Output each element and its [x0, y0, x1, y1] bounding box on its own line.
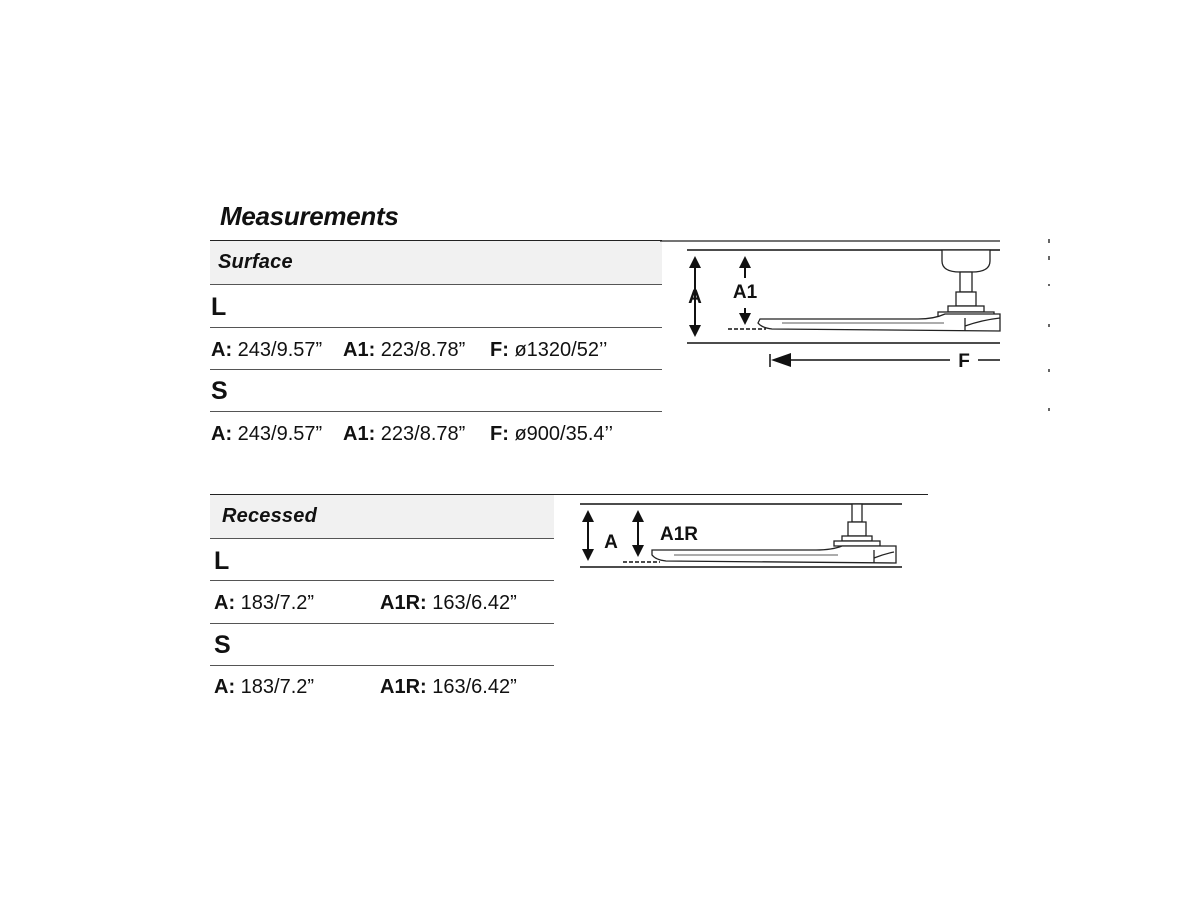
spec-a: A: 183/7.2” [214, 592, 315, 614]
surface-section-header: Surface [210, 241, 662, 284]
recessed-section-header: Recessed [210, 495, 554, 538]
spec-a1: A1: 223/8.78” [343, 339, 466, 361]
dimension-a1-label: A1 [733, 282, 758, 303]
divider [210, 411, 662, 412]
divider [210, 538, 554, 539]
surface-top-rule [210, 240, 662, 241]
divider [210, 623, 554, 624]
recessed-top-rule [210, 494, 928, 495]
dimension-a-label: A [688, 287, 702, 308]
dimension-a-label: A [604, 532, 618, 553]
dimension-a1-arrow [739, 256, 751, 325]
fan-illustration [757, 249, 1001, 332]
dimension-f-label: F [958, 351, 970, 372]
divider [210, 284, 662, 285]
spec-a: A: 243/9.57” [211, 423, 323, 445]
spec-a1: A1: 223/8.78” [343, 423, 466, 445]
spec-a1r: A1R: 163/6.42” [380, 592, 517, 614]
cropped-edge-marks [1048, 239, 1050, 411]
recessed-mount-diagram: A A1R [580, 503, 902, 568]
recessed-size-s: S [214, 631, 231, 659]
spec-a: A: 243/9.57” [211, 339, 323, 361]
spec-a: A: 183/7.2” [214, 676, 315, 698]
divider [210, 327, 662, 328]
dimension-a-arrow [689, 256, 701, 337]
page-title: Measurements [220, 201, 399, 231]
dimension-a1r-label: A1R [660, 524, 698, 545]
recessed-panel: Recessed L A: 183/7.2” A1R: 163/6.42” S … [210, 494, 928, 704]
recessed-size-l: L [214, 547, 230, 575]
divider [210, 580, 554, 581]
spec-f: F: ø1320/52’’ [490, 339, 608, 361]
divider [210, 665, 554, 666]
dimension-a-arrow [582, 510, 594, 561]
surface-size-l: L [211, 293, 227, 321]
surface-size-s: S [211, 377, 228, 405]
divider [210, 369, 662, 370]
fan-illustration [651, 503, 897, 564]
dimension-f-arrow [769, 353, 1000, 367]
dimension-a1r-arrow [632, 510, 644, 557]
surface-panel: Surface L A: 243/9.57” A1: 223/8.78” F: … [210, 240, 662, 450]
surface-mount-diagram: A A1 F [660, 239, 1050, 411]
spec-f: F: ø900/35.4’’ [490, 423, 614, 445]
spec-a1r: A1R: 163/6.42” [380, 676, 517, 698]
